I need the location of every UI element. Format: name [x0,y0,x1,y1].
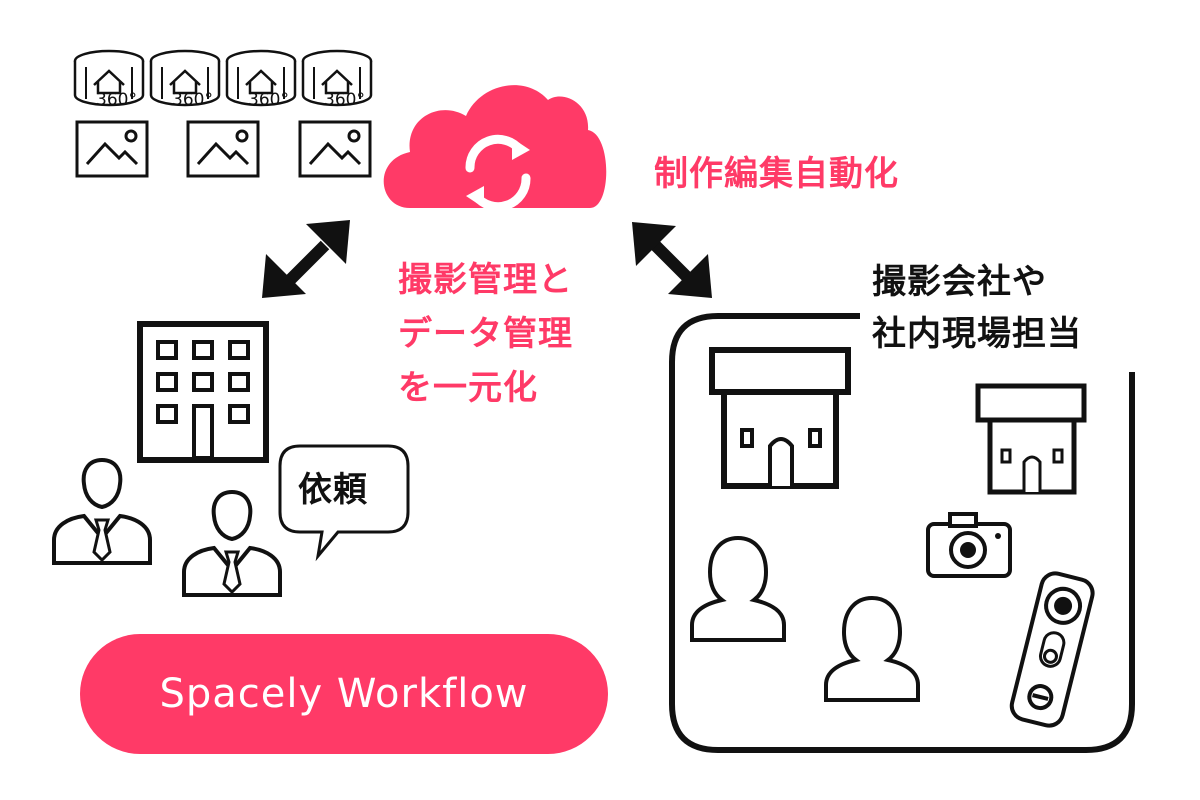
360-camera-icon [1009,571,1095,728]
house-icon [975,383,1087,495]
double-arrow-icon [262,220,350,298]
image-icon [298,120,372,178]
person-silhouette-icon [690,536,786,642]
person-silhouette-icon [824,596,920,702]
group-label-line2: 社内現場担当 [872,314,1082,354]
group-label-line1: 撮影会社や [872,262,1047,302]
request-bubble-text: 依頼 [298,470,368,510]
image-icon [75,120,149,178]
businessperson-icon [52,458,152,565]
cloud-sync-icon [383,85,607,212]
camera-icon [926,512,1012,578]
office-building-icon [137,321,269,463]
house-icon [709,347,851,489]
businessperson-icon [182,490,282,597]
product-pill: Spacely Workflow [80,634,608,754]
panorama-360-icon: 360° [225,49,297,110]
panorama-360-icon: 360° [73,49,145,110]
svg-text:360°: 360° [248,90,289,110]
image-icon [186,120,260,178]
speech-bubble-icon [278,444,410,562]
product-name: Spacely Workflow [159,671,529,717]
double-arrow-icon [632,222,712,298]
central-label-line2: データ管理 [398,314,573,354]
central-label-line1: 撮影管理と [398,260,573,300]
svg-text:360°: 360° [324,90,365,110]
svg-text:360°: 360° [172,90,213,110]
automation-label: 制作編集自動化 [654,154,899,194]
svg-text:360°: 360° [96,90,137,110]
central-label-line3: を一元化 [398,368,538,408]
panorama-360-icon: 360° [301,49,373,110]
group-box [669,313,1135,753]
panorama-360-icon: 360° [149,49,221,110]
